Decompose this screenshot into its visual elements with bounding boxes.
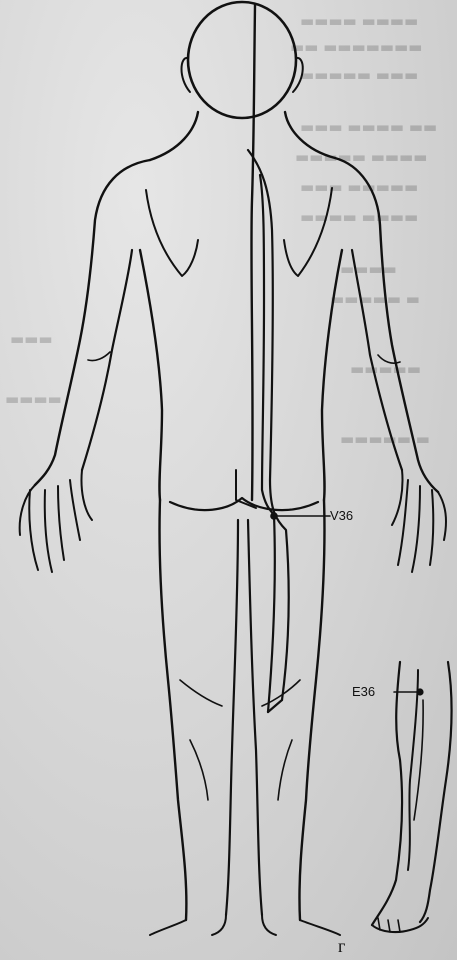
- meridian-line-spine: [251, 5, 255, 500]
- right-scapula: [284, 188, 332, 276]
- left-knee-detail: [180, 680, 222, 800]
- point-label-v36: V36: [330, 508, 353, 523]
- right-leg-inner: [248, 520, 262, 915]
- point-label-e36: E36: [352, 684, 375, 699]
- inset-leg-outline: [372, 662, 402, 925]
- left-leg-outer: [159, 500, 186, 920]
- right-leg-outer: [299, 500, 324, 920]
- right-arm-outer: [335, 158, 438, 492]
- bladder-meridian-outer: [248, 150, 289, 700]
- figure-caption-letter: г: [338, 936, 345, 957]
- inset-leg-meridian: [408, 670, 418, 870]
- head-outline: [188, 2, 296, 118]
- right-hand: [392, 470, 446, 572]
- left-hand: [20, 470, 92, 572]
- left-leg-inner: [226, 520, 238, 915]
- torso-right: [322, 250, 342, 500]
- right-knee-detail: [262, 680, 300, 800]
- left-elbow-mark: [88, 352, 110, 361]
- neck-right: [285, 112, 335, 158]
- torso-left: [140, 250, 162, 500]
- left-foot: [150, 915, 226, 935]
- inset-leg-back: [420, 662, 452, 922]
- left-scapula: [146, 190, 198, 276]
- neck-left: [150, 112, 198, 160]
